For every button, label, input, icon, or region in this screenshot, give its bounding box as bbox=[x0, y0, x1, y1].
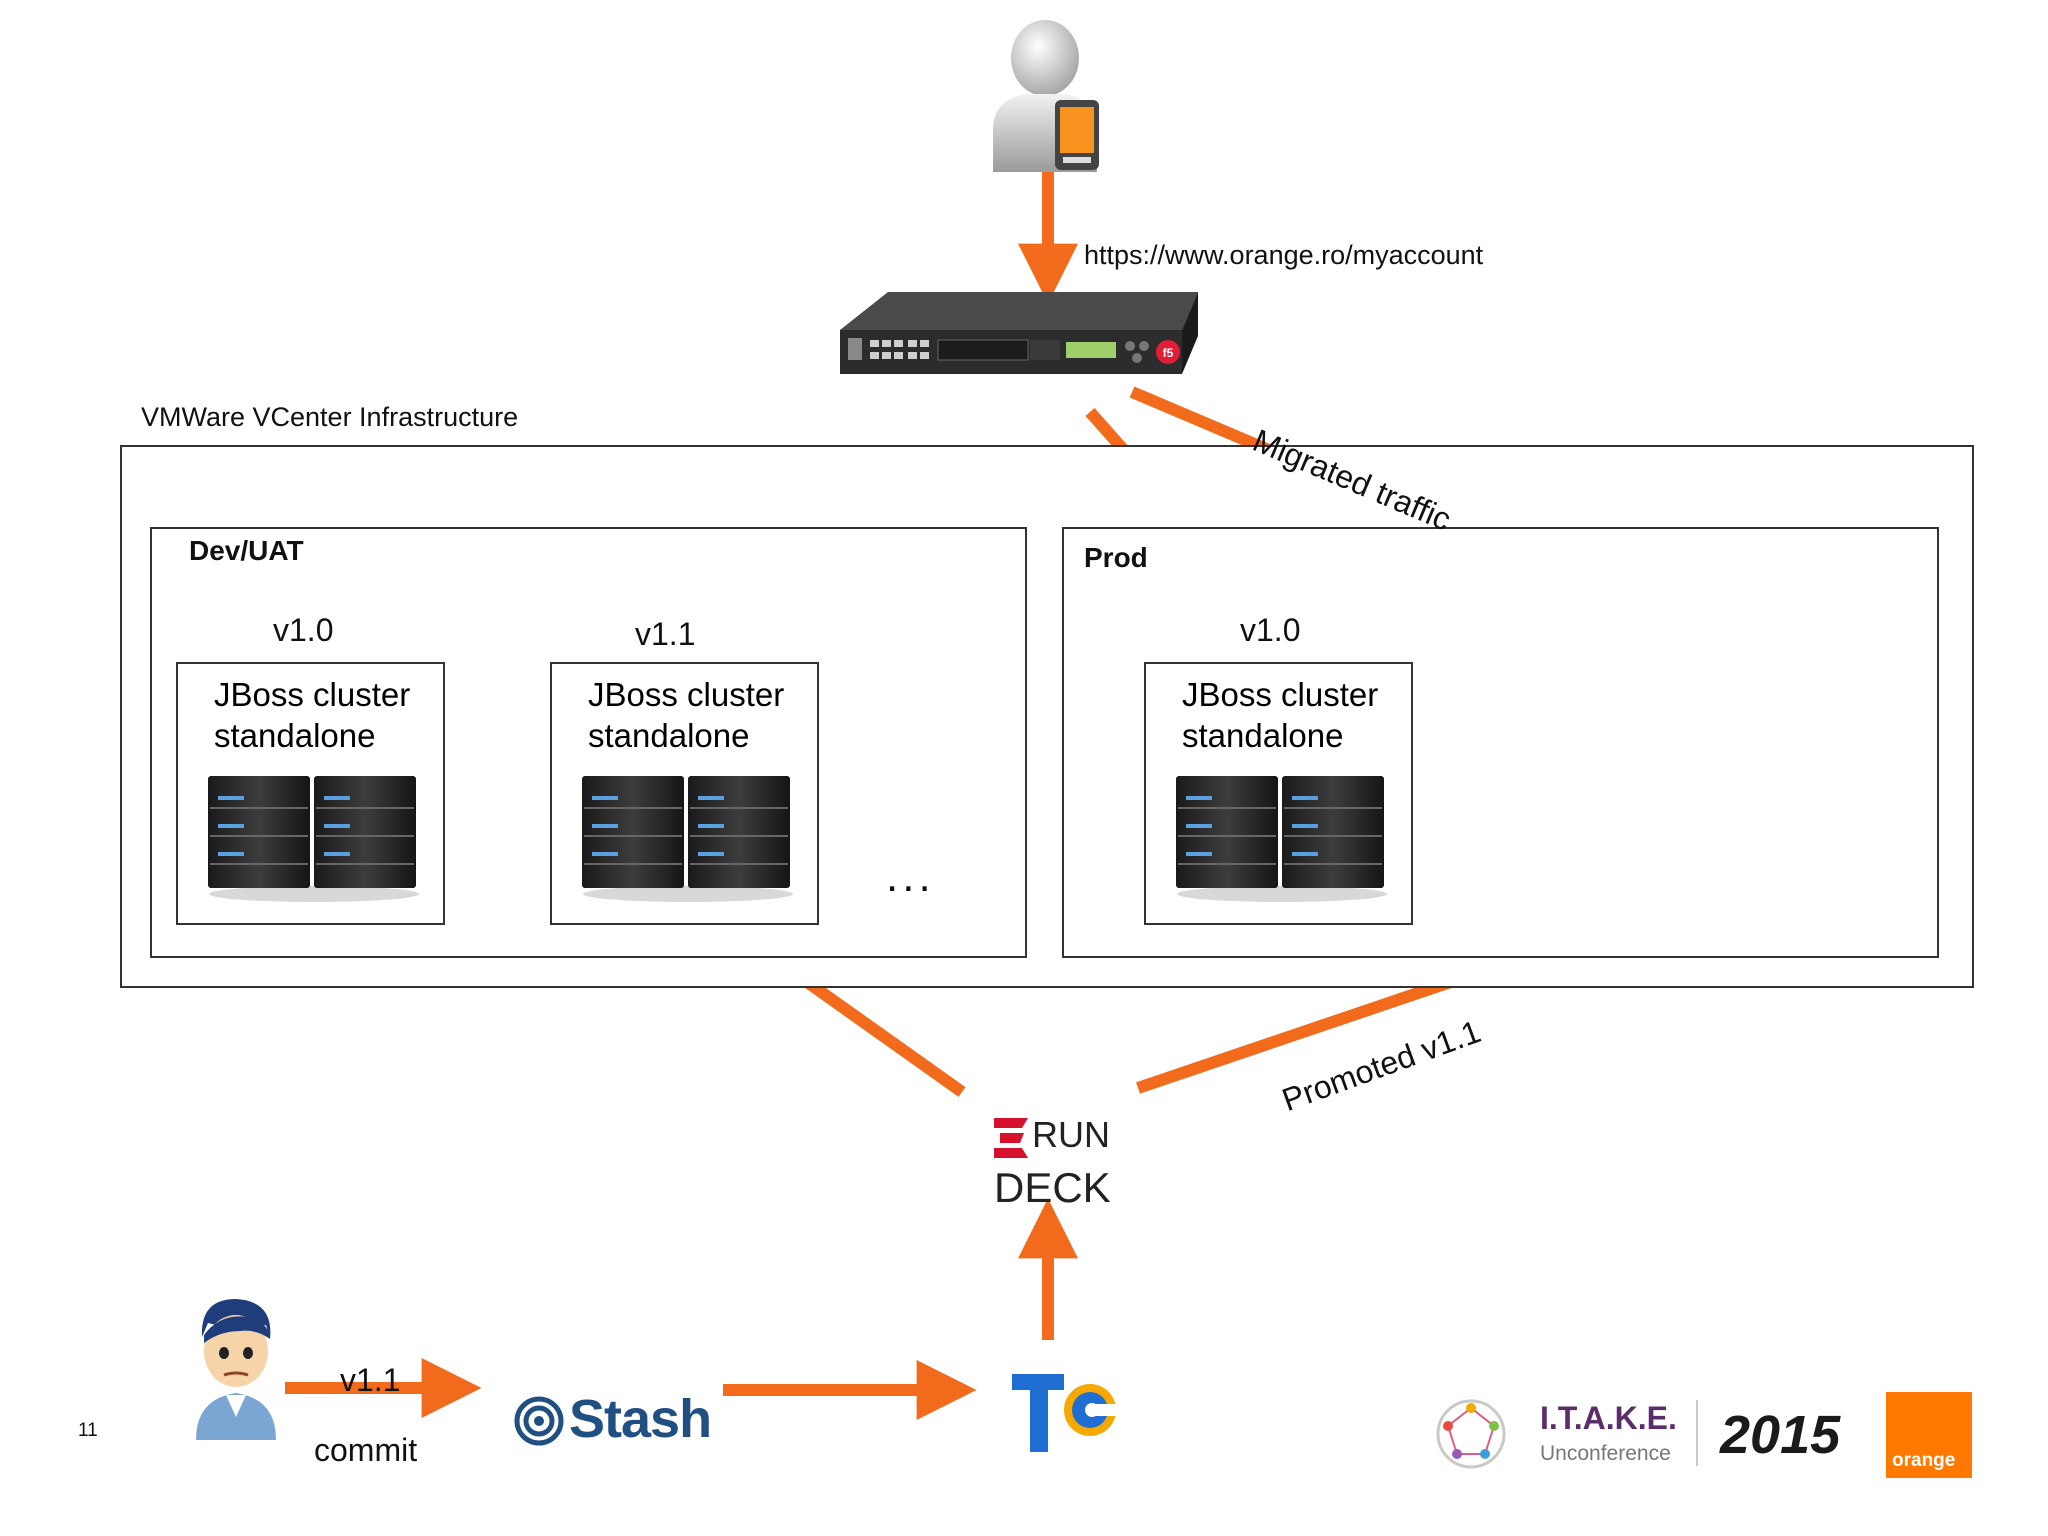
cluster-line1: JBoss cluster bbox=[1182, 676, 1379, 713]
server-stack-icon bbox=[208, 776, 419, 902]
stash-mark-icon bbox=[514, 1396, 564, 1446]
orange-logo: orange bbox=[1886, 1392, 1972, 1478]
server-stack-icon bbox=[582, 776, 793, 902]
stash-logo: Stash bbox=[514, 1389, 714, 1450]
itake-title: I.T.A.K.E. bbox=[1540, 1400, 1677, 1436]
cluster-line2: standalone bbox=[588, 717, 750, 754]
rundeck-top-text: RUN bbox=[1032, 1114, 1110, 1155]
cluster-line1: JBoss cluster bbox=[588, 676, 785, 713]
dev-cluster-v10: JBoss cluster standalone bbox=[176, 662, 445, 925]
year-label: 2015 bbox=[1720, 1405, 1841, 1465]
dev-uat-title: Dev/UAT bbox=[189, 535, 304, 566]
prod-v10-label: v1.0 bbox=[1240, 612, 1301, 648]
prod-title: Prod bbox=[1084, 542, 1148, 573]
load-balancer-icon: f5 bbox=[840, 292, 1198, 374]
orange-logo-text: orange bbox=[1892, 1450, 1956, 1471]
itake-subtitle: Unconference bbox=[1540, 1442, 1671, 1465]
rundeck-mark-icon bbox=[994, 1118, 1028, 1158]
developer-avatar-icon bbox=[196, 1299, 276, 1440]
slide-number: 11 bbox=[78, 1420, 98, 1441]
server-stack-icon bbox=[1176, 776, 1387, 902]
commit-label: commit bbox=[314, 1432, 418, 1468]
cluster-line2: standalone bbox=[1182, 717, 1344, 754]
itake-logo bbox=[1436, 1399, 1506, 1469]
cluster-text: JBoss cluster standalone bbox=[588, 674, 784, 756]
cluster-text: JBoss cluster standalone bbox=[214, 674, 410, 756]
rundeck-bottom-text: DECK bbox=[994, 1164, 1111, 1211]
cluster-line1: JBoss cluster bbox=[214, 676, 411, 713]
prod-cluster-v10: JBoss cluster standalone bbox=[1144, 662, 1413, 925]
commit-version-label: v1.1 bbox=[340, 1362, 401, 1398]
rundeck-logo: RUN DECK bbox=[990, 1114, 1111, 1214]
cluster-text: JBoss cluster standalone bbox=[1182, 674, 1378, 756]
logo-divider bbox=[1696, 1400, 1698, 1466]
svg-text:f5: f5 bbox=[1163, 346, 1174, 360]
dev-cluster-v11: JBoss cluster standalone bbox=[550, 662, 819, 925]
stash-text: Stash bbox=[569, 1389, 712, 1449]
teamcity-logo bbox=[1012, 1374, 1118, 1452]
infra-title: VMWare VCenter Infrastructure bbox=[141, 402, 519, 432]
dev-v11-label: v1.1 bbox=[635, 616, 696, 652]
dev-v10-label: v1.0 bbox=[273, 612, 334, 648]
lb-url: https://www.orange.ro/myaccount bbox=[1084, 240, 1484, 270]
cluster-line2: standalone bbox=[214, 717, 376, 754]
user-phone-icon bbox=[993, 20, 1099, 172]
more-clusters-ellipsis: ... bbox=[886, 852, 935, 901]
